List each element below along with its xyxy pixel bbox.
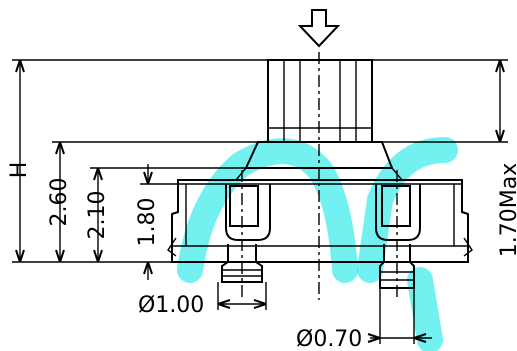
dimension-180: 1.80 (135, 164, 178, 280)
dimension-210-label: 2.10 (85, 191, 110, 240)
dimension-dia-070-label: Ø0.70 (296, 327, 362, 351)
watermark-stroke-bottom (407, 267, 443, 351)
dimension-260-label: 2.60 (47, 178, 72, 227)
left-terminal (221, 184, 271, 283)
watermark-stroke-left (177, 138, 358, 283)
down-arrow-icon (297, 9, 341, 48)
watermark-logo (177, 137, 458, 351)
actuator-plunger (267, 59, 373, 143)
dimension-260: 2.60 (47, 141, 258, 263)
watermark-stroke-right (357, 137, 458, 283)
dimension-dia-100: Ø1.00 (138, 282, 267, 318)
centerlines (241, 52, 398, 300)
dimension-180-label: 1.80 (135, 198, 160, 247)
dimension-210: 2.10 (85, 167, 246, 263)
dimension-dia-100-label: Ø1.00 (138, 293, 204, 318)
dimension-170max-label: 1.70Max (497, 163, 517, 257)
dimension-170max: 1.70Max (372, 59, 517, 257)
dimension-h-label: H (7, 162, 32, 179)
dimension-dia-070: Ø0.70 (296, 288, 432, 351)
dimension-h: H (7, 59, 268, 263)
